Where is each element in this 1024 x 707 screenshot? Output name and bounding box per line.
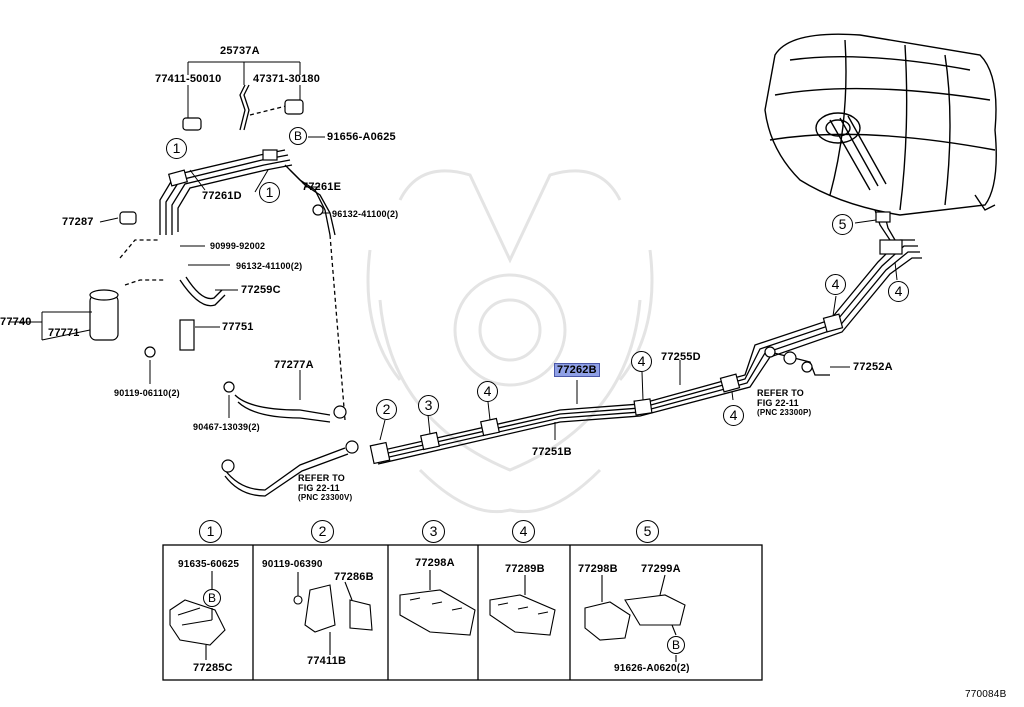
ref-right-line-1: REFER TO	[757, 388, 804, 398]
detail-table-frame	[162, 544, 763, 681]
detail-5-part-91626-a0620: 91626-A0620(2)	[614, 663, 690, 674]
ref-left-line-1: REFER TO	[298, 473, 345, 483]
components	[89, 99, 903, 473]
label-77261d: 77261D	[202, 190, 242, 202]
label-25737a: 25737A	[220, 45, 260, 57]
detail-5-marker-b: B	[667, 636, 685, 654]
label-77255d: 77255D	[661, 351, 701, 363]
ref-right-line-2: FIG 22-11	[757, 398, 799, 408]
label-90999-92002: 90999-92002	[210, 241, 266, 251]
detail-header-5: 5	[636, 520, 659, 543]
marker-2-main: 2	[376, 399, 397, 420]
detail-2-part-77286b: 77286B	[334, 571, 374, 583]
label-77262b-highlighted[interactable]: 77262B	[554, 363, 600, 377]
marker-4-main-c: 4	[723, 405, 744, 426]
marker-4-main-d: 4	[825, 274, 846, 295]
label-47371-30180: 47371-30180	[253, 73, 321, 85]
detail-5-part-77299a: 77299A	[641, 563, 681, 575]
label-77411-50010: 77411-50010	[155, 73, 222, 85]
ref-left-line-3: (PNC 23300V)	[298, 493, 353, 502]
marker-5-main: 5	[832, 214, 853, 235]
detail-2-part-90119-06390: 90119-06390	[262, 559, 323, 570]
detail-header-3: 3	[422, 520, 445, 543]
label-77251b: 77251B	[532, 446, 572, 458]
label-96132-mid: 96132-41100(2)	[236, 261, 303, 271]
label-96132-top: 96132-41100(2)	[332, 209, 399, 219]
label-77771: 77771	[48, 327, 80, 339]
marker-3-main: 3	[418, 395, 439, 416]
label-90467-13039: 90467-13039(2)	[193, 422, 260, 432]
detail-5-part-77298b: 77298B	[578, 563, 618, 575]
label-77277a: 77277A	[274, 359, 314, 371]
watermark-emblem	[366, 169, 654, 514]
leader-lines	[10, 61, 898, 441]
detail-1-part-77285c: 77285C	[193, 662, 233, 674]
detail-clamps	[169, 570, 686, 662]
marker-4-main-a: 4	[477, 381, 498, 402]
label-77751: 77751	[222, 321, 254, 333]
label-77261e: 77261E	[302, 181, 342, 193]
figure-id: 770084B	[965, 689, 1007, 700]
label-90119-06110: 90119-06110(2)	[114, 388, 180, 398]
ref-left-line-2: FIG 22-11	[298, 483, 340, 493]
detail-header-1: 1	[199, 520, 222, 543]
detail-1-marker-b: B	[203, 589, 221, 607]
label-77252a: 77252A	[853, 361, 893, 373]
detail-2-part-77411b: 77411B	[307, 655, 347, 667]
detail-header-4: 4	[512, 520, 535, 543]
detail-header-2: 2	[311, 520, 334, 543]
detail-3-part-77298a: 77298A	[415, 557, 455, 569]
marker-4-main-e: 4	[888, 281, 909, 302]
marker-b-top: B	[289, 127, 307, 145]
detail-4-part-77289b: 77289B	[505, 563, 545, 575]
label-77740: 77740	[0, 316, 32, 328]
marker-4-main-b: 4	[631, 351, 652, 372]
main-fuel-tubes	[374, 209, 922, 465]
label-91656-a0625: 91656-A0625	[327, 131, 396, 143]
ref-right-line-3: (PNC 23300P)	[757, 408, 812, 417]
marker-1-top-mid: 1	[259, 182, 280, 203]
fuel-tank	[764, 33, 997, 216]
label-77287: 77287	[62, 216, 94, 228]
label-77259c: 77259C	[241, 284, 281, 296]
marker-1-top-left: 1	[166, 138, 187, 159]
detail-1-part-91635-60625: 91635-60625	[178, 559, 240, 570]
